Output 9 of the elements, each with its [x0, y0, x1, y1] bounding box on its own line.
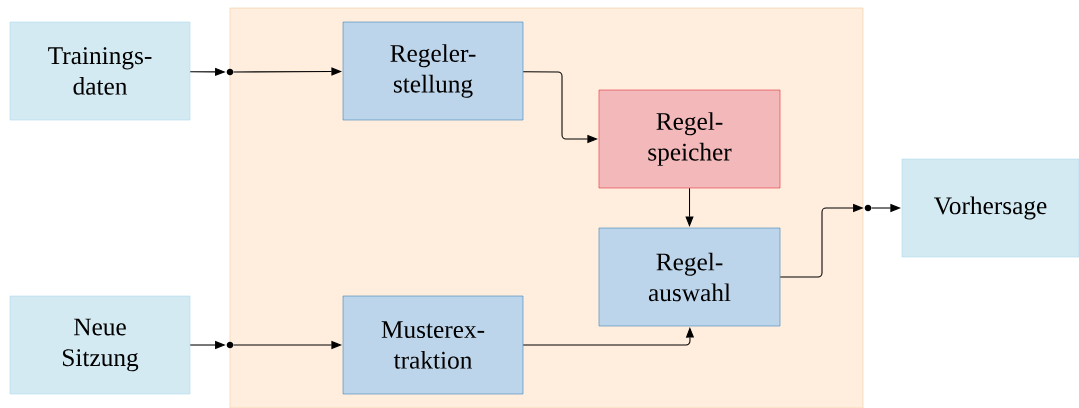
arrow	[233, 67, 342, 76]
data-box: Trainings- daten	[9, 21, 191, 121]
storage-box: Regel- speicher	[598, 89, 781, 189]
arrow	[685, 187, 694, 227]
process-box: Regeler- stellung	[342, 21, 524, 121]
data-box: Neue Sitzung	[9, 295, 191, 395]
data-box: Vorhersage	[901, 158, 1079, 258]
process-box: Musterex- traktion	[342, 295, 524, 395]
process-box: Regel- auswahl	[598, 227, 781, 327]
